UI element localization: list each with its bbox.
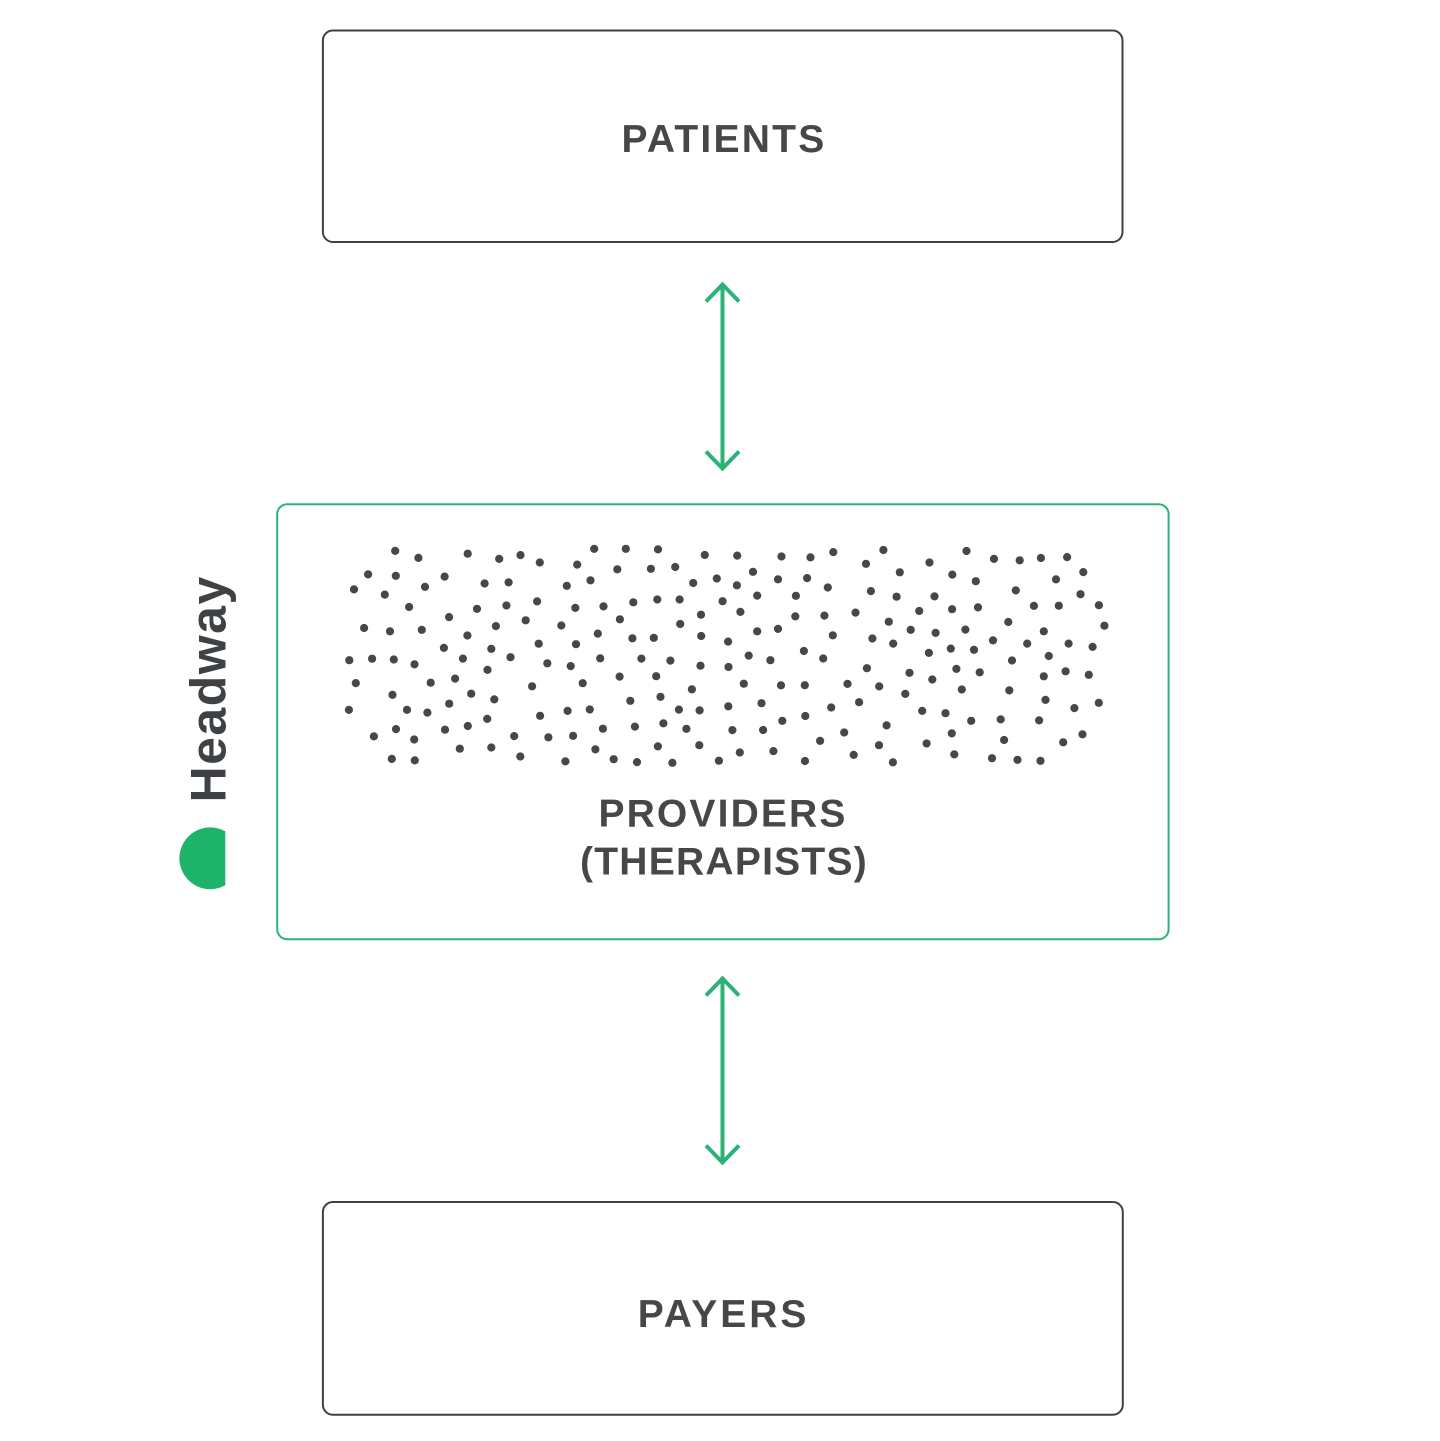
svg-text:PROVIDERS: PROVIDERS (598, 792, 847, 835)
svg-text:Headway: Headway (181, 575, 237, 802)
svg-text:PATIENTS: PATIENTS (622, 118, 827, 161)
svg-text:(THERAPISTS): (THERAPISTS) (580, 840, 868, 883)
svg-text:PAYERS: PAYERS (638, 1293, 810, 1336)
